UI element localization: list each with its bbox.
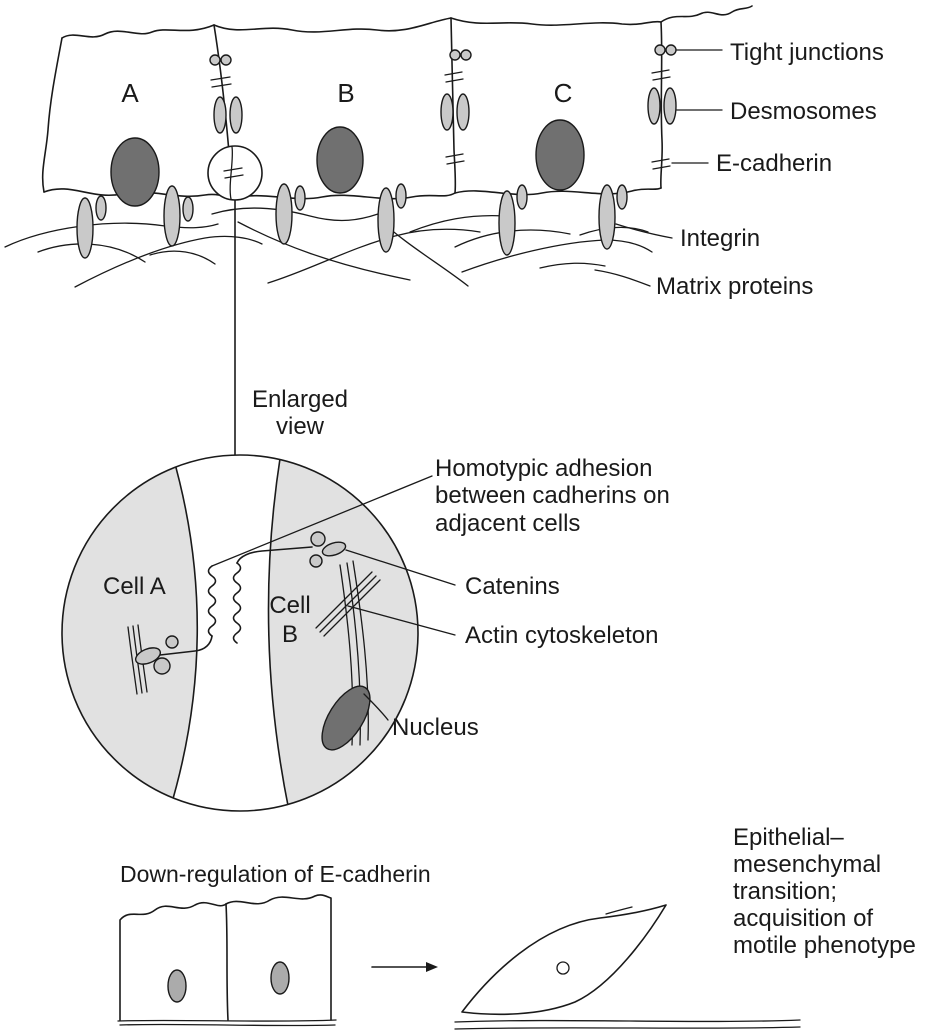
transition-arrow [372, 962, 438, 972]
label-integrin: Integrin [680, 225, 760, 252]
zoom-highlight-circle [208, 146, 262, 200]
tight-junction [666, 45, 676, 55]
label-outcome-line-5: motile phenotype [733, 932, 916, 959]
label-homotypic-line-3: adjacent cells [435, 510, 580, 537]
label-outcome-line-3: transition; [733, 878, 837, 905]
tight-junction [221, 55, 231, 65]
arrow-head [426, 962, 438, 972]
cell-a-left-membrane [43, 38, 62, 192]
enlarged-view-caption-line-1: Enlarged [252, 386, 348, 413]
cell-label-b: B [337, 78, 354, 108]
epithelial-cell-boundary [226, 904, 228, 1020]
integrin [295, 186, 305, 210]
integrin [396, 184, 406, 208]
tight-junction [461, 50, 471, 60]
tight-junctions [210, 45, 676, 65]
bottom-panel-title: Down-regulation of E-cadherin [120, 861, 431, 887]
label-cell-b-line-2: B [282, 621, 298, 648]
desmosomes [214, 88, 676, 133]
desmosome [441, 94, 453, 130]
tight-junction [210, 55, 220, 65]
matrix-fiber [268, 229, 480, 283]
label-nucleus: Nucleus [392, 714, 479, 741]
integrin [276, 184, 292, 244]
cell-b-basal-membrane [232, 193, 455, 199]
integrin [77, 198, 93, 258]
nucleus-cell-b [317, 127, 363, 193]
matrix-fiber [540, 263, 605, 268]
cell-b-top-membrane [214, 18, 451, 32]
label-desmosomes: Desmosomes [730, 98, 877, 125]
e-cadherin-mark [445, 72, 463, 82]
label-cell-a: Cell A [103, 573, 166, 600]
mesenchymal-nucleus [557, 962, 569, 974]
integrin [378, 188, 394, 252]
enlarged-view: Enlarged view [62, 386, 670, 825]
nuclei [111, 120, 584, 206]
integrin [499, 191, 515, 255]
integrin [599, 185, 615, 249]
epithelial-nucleus [168, 970, 186, 1002]
basement-membrane [118, 1020, 336, 1021]
cell-c-top-membrane [451, 18, 661, 25]
e-cadherin-junctions [211, 70, 670, 169]
integrin [517, 185, 527, 209]
desmosome [214, 97, 226, 133]
matrix-fiber [212, 208, 378, 220]
integrin [617, 185, 627, 209]
matrix-fiber [462, 240, 652, 272]
mesenchymal-cell-leading-edge [606, 907, 632, 914]
cell-a-top-membrane [62, 25, 214, 38]
label-cell-b-line-1: Cell [269, 592, 310, 619]
e-cadherin-mark [211, 77, 231, 87]
catenin [311, 532, 325, 546]
epithelial-cells [118, 895, 336, 1026]
matrix-fiber [5, 223, 218, 247]
label-homotypic-line-1: Homotypic adhesion [435, 455, 652, 482]
integrin [96, 196, 106, 220]
top-panel: A B C Tight junctions Desmosomes E-cadhe… [5, 6, 884, 455]
label-homotypic-line-2: between cadherins on [435, 482, 670, 509]
label-outcome-line-4: acquisition of [733, 905, 873, 932]
desmosome [230, 97, 242, 133]
desmosome [457, 94, 469, 130]
tight-junction [655, 45, 665, 55]
substrate-line [455, 1020, 800, 1022]
catenin [166, 636, 178, 648]
label-matrix-proteins: Matrix proteins [656, 273, 813, 300]
tight-junction [450, 50, 460, 60]
catenin [154, 658, 170, 674]
leader-line-matrix-proteins [595, 270, 650, 286]
matrix-fiber [150, 251, 215, 264]
substrate-line [455, 1027, 800, 1029]
epithelial-cell-left-outline [120, 903, 226, 1020]
label-outcome-line-2: mesenchymal [733, 851, 881, 878]
catenin [310, 555, 322, 567]
basement-membrane [120, 1024, 335, 1025]
enlarged-view-caption-line-2: view [276, 413, 325, 440]
epithelial-nucleus [271, 962, 289, 994]
nucleus-cell-c [536, 120, 584, 190]
mesenchymal-cell-outline [462, 905, 666, 1014]
integrin [183, 197, 193, 221]
label-catenins: Catenins [465, 573, 560, 600]
nucleus-cell-a [111, 138, 159, 206]
desmosome [648, 88, 660, 124]
cell-label-a: A [121, 78, 139, 108]
integrin [164, 186, 180, 246]
bottom-panel: Down-regulation of E-cadherin Epithelial… [118, 824, 916, 1029]
label-e-cadherin: E-cadherin [716, 150, 832, 177]
desmosome [664, 88, 676, 124]
label-tight-junctions: Tight junctions [730, 39, 884, 66]
label-actin-cytoskeleton: Actin cytoskeleton [465, 622, 658, 649]
label-outcome-line-1: Epithelial– [733, 824, 844, 851]
epithelial-cell-right-outline [226, 895, 331, 1020]
cell-label-c: C [554, 78, 573, 108]
adjacent-cell-membrane [661, 6, 752, 22]
